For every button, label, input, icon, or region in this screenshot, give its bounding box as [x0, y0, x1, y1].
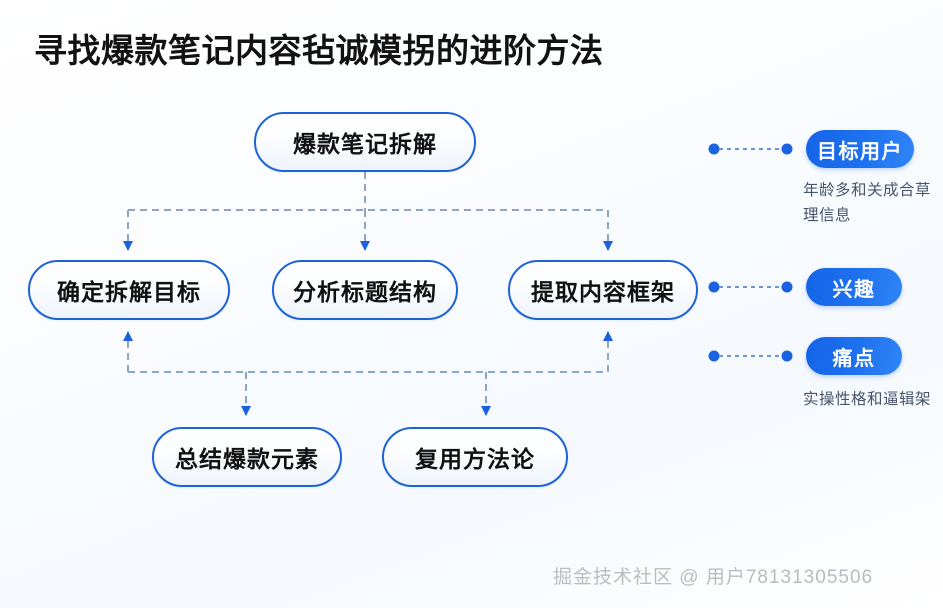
leader-interest: [708, 281, 793, 293]
sidebar-pill-target-user[interactable]: 目标用户: [806, 130, 914, 168]
flow-node-extract-framework[interactable]: 提取内容框架: [508, 260, 698, 320]
flow-node-analyze-title[interactable]: 分析标题结构: [272, 260, 458, 320]
sidebar-leaders: [708, 143, 793, 362]
leader-pain: [708, 350, 793, 362]
sidebar-note-target-user: 年龄多和关成合草理信息: [803, 182, 932, 224]
flow-node-summarize-elements[interactable]: 总结爆款元素: [152, 427, 342, 487]
sidebar-pill-pain-point[interactable]: 痛点: [806, 337, 902, 375]
watermark: 掘金技术社区 @ 用户78131305506: [553, 567, 874, 588]
flow-node-reuse-methodology[interactable]: 复用方法论: [382, 427, 568, 487]
sidebar-note-pain-point: 实操性格和逼辑架: [803, 391, 932, 408]
flow-node-define-goal[interactable]: 确定拆解目标: [28, 260, 230, 320]
sidebar-pill-interest[interactable]: 兴趣: [806, 268, 902, 306]
page-title: 寻找爆款笔记内容毡诚模拐的进阶方法: [34, 32, 604, 69]
leader-target: [708, 143, 793, 155]
flow-node-top[interactable]: 爆款笔记拆解: [254, 112, 476, 172]
